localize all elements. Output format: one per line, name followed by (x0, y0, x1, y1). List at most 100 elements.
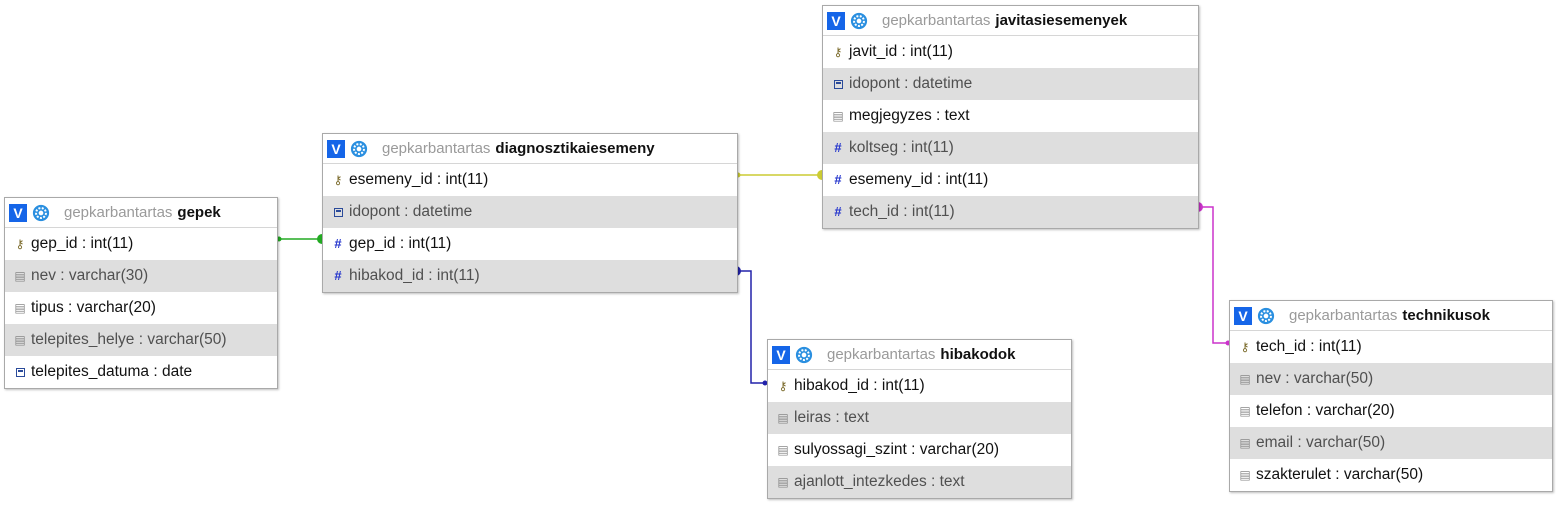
relation-javitasiesemenyek-technikusok[interactable] (1198, 202, 1231, 346)
date-column-icon (834, 79, 843, 89)
column-label: sulyossagi_szint : varchar(20) (794, 441, 1000, 458)
database-name: gepkarbantartas (827, 346, 936, 363)
column-row[interactable]: ▤ tipus : varchar(20) (5, 292, 277, 324)
column-row[interactable]: # gep_id : int(11) (323, 228, 737, 260)
column-row[interactable]: # tech_id : int(11) (823, 196, 1198, 228)
string-column-icon: ▤ (832, 109, 844, 123)
table-name[interactable]: technikusok (1402, 307, 1490, 324)
column-label: tech_id : int(11) (849, 203, 955, 220)
column-row[interactable]: ⚷ javit_id : int(11) (823, 36, 1198, 68)
table-name[interactable]: hibakodok (940, 346, 1016, 363)
relation-diagnosztikaiesemeny-javitasiesemenyek[interactable] (735, 170, 823, 180)
column-label: megjegyzes : text (849, 107, 970, 124)
numeric-column-icon: # (834, 140, 842, 155)
string-column-icon: ▤ (1239, 436, 1251, 450)
date-column-icon (16, 367, 25, 377)
column-label: hibakod_id : int(11) (349, 267, 480, 284)
toggle-v-button[interactable]: V (9, 203, 27, 222)
column-list: ⚷ javit_id : int(11) idopont : datetime ▤ me… (823, 36, 1198, 228)
database-name: gepkarbantartas (64, 204, 173, 221)
table-javitasiesemenyek[interactable]: V gepkarbantartas javitasiesemenyek ⚷ jav… (822, 5, 1199, 229)
string-column-icon: ▤ (1239, 468, 1251, 482)
column-label: gep_id : int(11) (349, 235, 452, 252)
column-label: szakterulet : varchar(50) (1256, 466, 1424, 483)
numeric-column-icon: # (834, 204, 842, 219)
table-name[interactable]: diagnosztikaiesemeny (495, 140, 655, 157)
column-row[interactable]: ▤ telepites_helye : varchar(50) (5, 324, 277, 356)
relation-gepek-diagnosztikaiesemeny[interactable] (276, 234, 323, 244)
column-label: ajanlott_intezkedes : text (794, 473, 965, 490)
column-row[interactable]: ⚷hibakod_id : int(11) (768, 370, 1071, 402)
column-label: tipus : varchar(20) (31, 299, 156, 316)
primary-key-icon: ⚷ (15, 237, 25, 251)
column-row[interactable]: ▤ megjegyzes : text (823, 100, 1198, 132)
gear-icon[interactable] (32, 204, 50, 222)
string-column-icon: ▤ (777, 475, 789, 489)
gear-icon[interactable] (1257, 307, 1275, 325)
string-column-icon: ▤ (14, 301, 26, 315)
column-label: koltseg : int(11) (849, 139, 954, 156)
numeric-column-icon: # (334, 236, 342, 251)
table-diagnosztikaiesemeny[interactable]: V gepkarbantartas diagnosztikaiesemeny ⚷… (322, 133, 738, 293)
table-technikusok[interactable]: V gepkarbantartas technikusok ⚷tech_id :… (1229, 300, 1553, 492)
column-row[interactable]: ▤leiras : text (768, 402, 1071, 434)
gear-icon[interactable] (850, 12, 868, 30)
toggle-v-button[interactable]: V (827, 11, 845, 30)
column-row[interactable]: telepites_datuma : date (5, 356, 277, 388)
column-row[interactable]: # hibakod_id : int(11) (323, 260, 737, 292)
table-name[interactable]: javitasiesemenyek (995, 12, 1128, 29)
column-row[interactable]: ▤nev : varchar(50) (1230, 363, 1552, 395)
primary-key-icon: ⚷ (833, 45, 843, 59)
table-header[interactable]: V gepkarbantartas gepek (5, 198, 277, 228)
numeric-column-icon: # (334, 268, 342, 283)
column-row[interactable]: idopont : datetime (823, 68, 1198, 100)
column-label: javit_id : int(11) (849, 43, 953, 60)
table-gepek[interactable]: V gepkarbantartas gepek ⚷ gep_id : int(11… (4, 197, 278, 389)
table-header[interactable]: V gepkarbantartas hibakodok (768, 340, 1071, 370)
table-name[interactable]: gepek (177, 204, 221, 221)
column-row[interactable]: #esemeny_id : int(11) (823, 164, 1198, 196)
column-label: email : varchar(50) (1256, 434, 1386, 451)
gear-icon[interactable] (350, 140, 368, 158)
toggle-v-button[interactable]: V (1234, 306, 1252, 325)
column-row[interactable]: ⚷tech_id : int(11) (1230, 331, 1552, 363)
numeric-column-icon: # (834, 172, 842, 187)
column-row[interactable]: ▤sulyossagi_szint : varchar(20) (768, 434, 1071, 466)
column-row[interactable]: ▤ ajanlott_intezkedes : text (768, 466, 1071, 498)
gear-icon[interactable] (795, 346, 813, 364)
primary-key-icon: ⚷ (1240, 340, 1250, 354)
string-column-icon: ▤ (777, 411, 789, 425)
column-row[interactable]: ⚷ gep_id : int(11) (5, 228, 277, 260)
relation-diagnosztikaiesemeny-hibakodok[interactable] (736, 266, 768, 386)
database-name: gepkarbantartas (382, 140, 491, 157)
column-row[interactable]: # koltseg : int(11) (823, 132, 1198, 164)
column-row[interactable]: ▤ szakterulet : varchar(50) (1230, 459, 1552, 491)
table-header[interactable]: V gepkarbantartas javitasiesemenyek (823, 6, 1198, 36)
column-label: idopont : datetime (349, 203, 473, 220)
column-list: ⚷esemeny_id : int(11) idopont : datetime #… (323, 164, 737, 292)
column-label: nev : varchar(30) (31, 267, 149, 284)
column-row[interactable]: ▤ email : varchar(50) (1230, 427, 1552, 459)
column-label: telefon : varchar(20) (1256, 402, 1395, 419)
column-row[interactable]: idopont : datetime (323, 196, 737, 228)
column-list: ⚷gep_id : int(11)▤nev : varchar(30)▤tipu… (5, 228, 277, 388)
database-name: gepkarbantartas (1289, 307, 1398, 324)
column-label: esemeny_id : int(11) (349, 171, 489, 188)
column-label: gep_id : int(11) (31, 235, 134, 252)
string-column-icon: ▤ (14, 333, 26, 347)
table-hibakodok[interactable]: V gepkarbantartas hibakodok ⚷hibakod_id … (767, 339, 1072, 499)
table-header[interactable]: V gepkarbantartas technikusok (1230, 301, 1552, 331)
column-label: telepites_datuma : date (31, 363, 193, 380)
toggle-v-button[interactable]: V (772, 345, 790, 364)
column-label: hibakod_id : int(11) (794, 377, 925, 394)
string-column-icon: ▤ (1239, 372, 1251, 386)
column-list: ⚷hibakod_id : int(11)▤leiras : text▤suly… (768, 370, 1071, 498)
column-row[interactable]: ▤ telefon : varchar(20) (1230, 395, 1552, 427)
column-row[interactable]: ⚷esemeny_id : int(11) (323, 164, 737, 196)
string-column-icon: ▤ (1239, 404, 1251, 418)
table-header[interactable]: V gepkarbantartas diagnosztikaiesemeny (323, 134, 737, 164)
column-label: telepites_helye : varchar(50) (31, 331, 227, 348)
database-name: gepkarbantartas (882, 12, 991, 29)
column-row[interactable]: ▤nev : varchar(30) (5, 260, 277, 292)
toggle-v-button[interactable]: V (327, 139, 345, 158)
